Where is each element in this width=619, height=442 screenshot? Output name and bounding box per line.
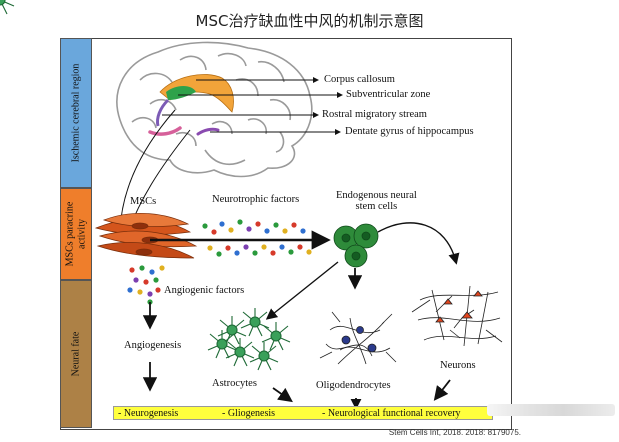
outcome-gliogenesis: - Gliogenesis xyxy=(222,408,276,419)
endogenous-stem-cells xyxy=(333,223,379,268)
brain-outline xyxy=(116,41,313,178)
rostral-migratory-stream-shape xyxy=(156,98,170,127)
hippocampus-shape xyxy=(196,127,220,136)
neurotrophic-factor-dots xyxy=(202,219,312,257)
oligodendrocyte-cells xyxy=(319,311,397,365)
outcome-functional-recovery: - Neurological functional recovery xyxy=(322,408,461,419)
band-mscs-paracrine-activity: MSCs paracrine activity xyxy=(60,188,92,280)
page-title: MSC治疗缺血性中风的机制示意图 xyxy=(195,12,424,30)
outcome-bar: - Neurogenesis - Gliogenesis - Neurologi… xyxy=(113,406,493,420)
label-mscs: MSCs xyxy=(130,196,157,207)
brain-leader-lines xyxy=(162,77,343,135)
blurred-watermark xyxy=(487,404,615,416)
band-ischemic-cerebral-region: Ischemic cerebral region xyxy=(60,38,92,188)
label-neurotrophic-factors: Neurotrophic factors xyxy=(212,194,300,205)
downward-arrows xyxy=(142,268,451,410)
label-astrocytes: Astrocytes xyxy=(212,378,257,389)
label-neurons: Neurons xyxy=(440,360,476,371)
band-neural-fate: Neural fate xyxy=(60,280,92,428)
subventricular-zone-shape xyxy=(166,86,196,100)
stem-to-neurons-arrow xyxy=(377,222,460,265)
label-angiogenic-factors: Angiogenic factors xyxy=(164,285,245,296)
label-endogenous-line1: Endogenous neural xyxy=(336,190,417,201)
label-endogenous-neural-stem-cells: Endogenous neural stem cells xyxy=(336,190,417,212)
label-subventricular-zone: Subventricular zone xyxy=(346,89,431,100)
label-oligodendrocytes: Oligodendrocytes xyxy=(316,380,391,391)
label-dentate-gyrus: Dentate gyrus of hippocampus xyxy=(345,126,474,137)
angiogenic-factor-dots xyxy=(127,265,165,305)
label-endogenous-line2: stem cells xyxy=(355,201,398,212)
outcome-neurogenesis: - Neurogenesis xyxy=(118,408,179,419)
stem-to-astrocytes-arrow xyxy=(265,261,339,320)
msc-cells xyxy=(94,212,198,259)
dentate-gyrus-shape xyxy=(148,126,182,136)
neuron-cells xyxy=(411,285,503,347)
label-rostral-migratory-stream: Rostral migratory stream xyxy=(322,109,427,120)
citation-credit: Stem Cells Int, 2018. 2018: 8179075. xyxy=(388,428,521,437)
label-angiogenesis: Angiogenesis xyxy=(124,340,182,351)
astrocyte-cells xyxy=(0,0,291,371)
label-corpus-callosum: Corpus callosum xyxy=(324,74,395,85)
